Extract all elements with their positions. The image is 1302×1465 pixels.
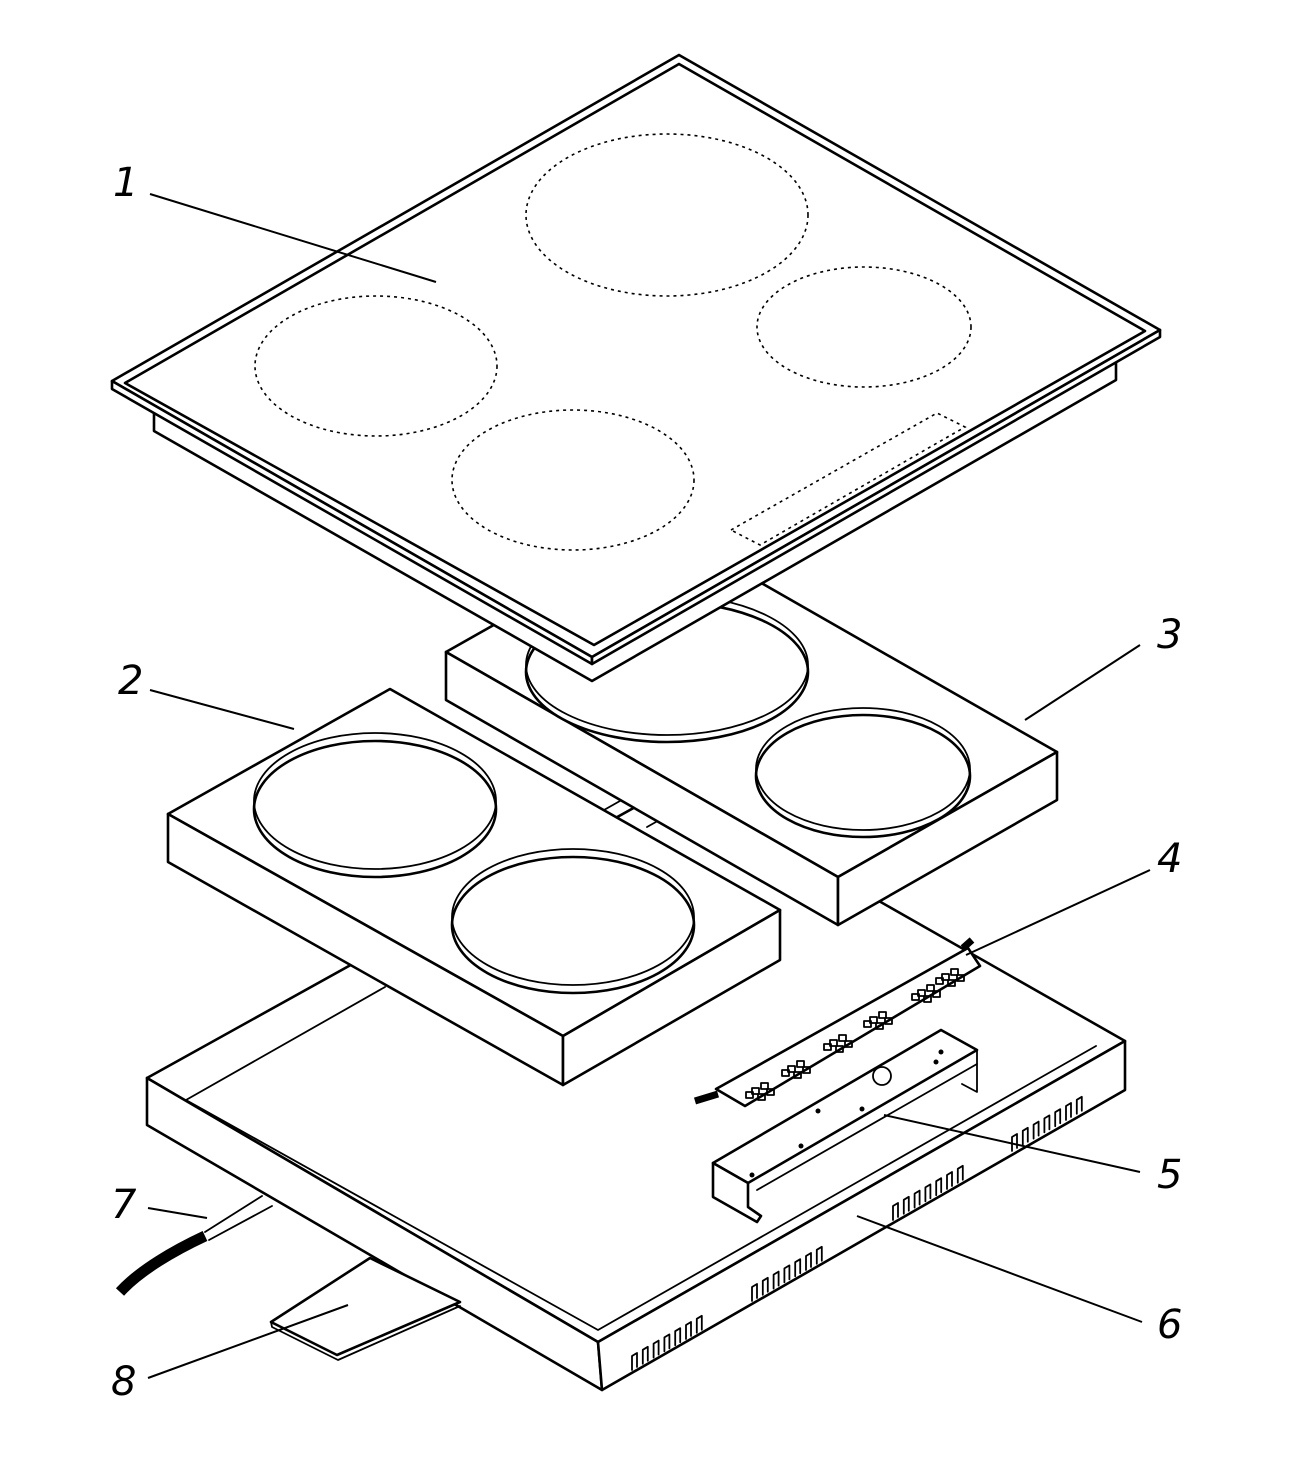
vent-slot xyxy=(663,1333,671,1353)
pcb-component xyxy=(947,979,956,987)
vent-slot xyxy=(1043,1114,1051,1134)
label-7: 7 xyxy=(111,1182,137,1228)
vent-slot xyxy=(1021,1126,1029,1146)
vent-slot xyxy=(761,1276,769,1296)
power-cable xyxy=(115,1195,273,1296)
pcb-component xyxy=(869,1016,878,1024)
vent-slot xyxy=(652,1339,660,1359)
pcb-component xyxy=(932,990,941,998)
vent-slot xyxy=(685,1321,692,1340)
vent-slot xyxy=(1065,1102,1072,1121)
pcb-component xyxy=(917,989,926,997)
vent-slot xyxy=(902,1195,910,1215)
pcb-component xyxy=(884,1017,893,1025)
vent-slot xyxy=(783,1264,791,1284)
label-3: 3 xyxy=(1157,612,1182,658)
pcb-component xyxy=(911,993,920,1001)
pcb-component xyxy=(941,973,950,981)
bottom-housing xyxy=(145,783,1127,1392)
vent-slot xyxy=(913,1189,921,1209)
vent-slot xyxy=(772,1270,780,1290)
pcb-component xyxy=(923,995,932,1003)
vent-slot xyxy=(794,1258,802,1278)
label-6: 6 xyxy=(1157,1302,1182,1348)
pcb-component xyxy=(875,1022,884,1030)
label-4: 4 xyxy=(1157,836,1182,882)
vent-slot xyxy=(751,1283,758,1302)
pcb-component xyxy=(878,1011,887,1019)
pcb-component xyxy=(757,1093,766,1101)
bottom-plate xyxy=(269,1256,462,1361)
label-5: 5 xyxy=(1157,1152,1182,1198)
vent-slot xyxy=(946,1171,953,1190)
pcb-component xyxy=(760,1082,769,1090)
label-2: 2 xyxy=(118,658,143,704)
glass-top-plate xyxy=(110,53,1162,683)
pcb-component xyxy=(844,1040,853,1048)
pcb-component xyxy=(796,1060,805,1068)
vent-slot xyxy=(815,1245,823,1265)
vent-slot xyxy=(892,1202,899,1221)
vent-slot xyxy=(674,1327,682,1347)
vent-slot xyxy=(631,1352,638,1371)
vent-slot xyxy=(695,1314,703,1334)
pcb-component xyxy=(793,1071,802,1079)
label-1: 1 xyxy=(113,160,138,206)
pcb-component xyxy=(766,1088,775,1096)
pcb-component xyxy=(781,1069,790,1077)
vent-slot xyxy=(924,1183,932,1203)
pcb-component xyxy=(835,1045,844,1053)
pcb-component xyxy=(935,977,944,985)
vent-slot xyxy=(1075,1095,1083,1115)
pcb-component xyxy=(838,1034,847,1042)
vent-slot xyxy=(805,1252,812,1271)
leader-lines xyxy=(147,193,1151,1379)
pcb-component xyxy=(863,1020,872,1028)
vent-slot xyxy=(1032,1120,1040,1140)
pcb-component xyxy=(950,968,959,976)
vent-slot xyxy=(956,1164,964,1184)
pcb-component xyxy=(823,1043,832,1051)
vent-slots xyxy=(631,1095,1083,1371)
pcb-component xyxy=(829,1039,838,1047)
vent-slot xyxy=(1054,1108,1062,1128)
circuit-board xyxy=(693,937,982,1108)
vent-slot xyxy=(935,1177,943,1197)
vent-slot xyxy=(641,1345,649,1365)
left-heating-block xyxy=(166,687,782,1087)
pcb-component xyxy=(926,984,935,992)
pcb-component xyxy=(956,974,965,982)
label-8: 8 xyxy=(111,1359,136,1405)
pcb-component xyxy=(751,1087,760,1095)
pcb-component xyxy=(802,1066,811,1074)
pcb-component xyxy=(787,1065,796,1073)
control-bracket xyxy=(711,1028,979,1224)
pcb-component xyxy=(745,1091,754,1099)
